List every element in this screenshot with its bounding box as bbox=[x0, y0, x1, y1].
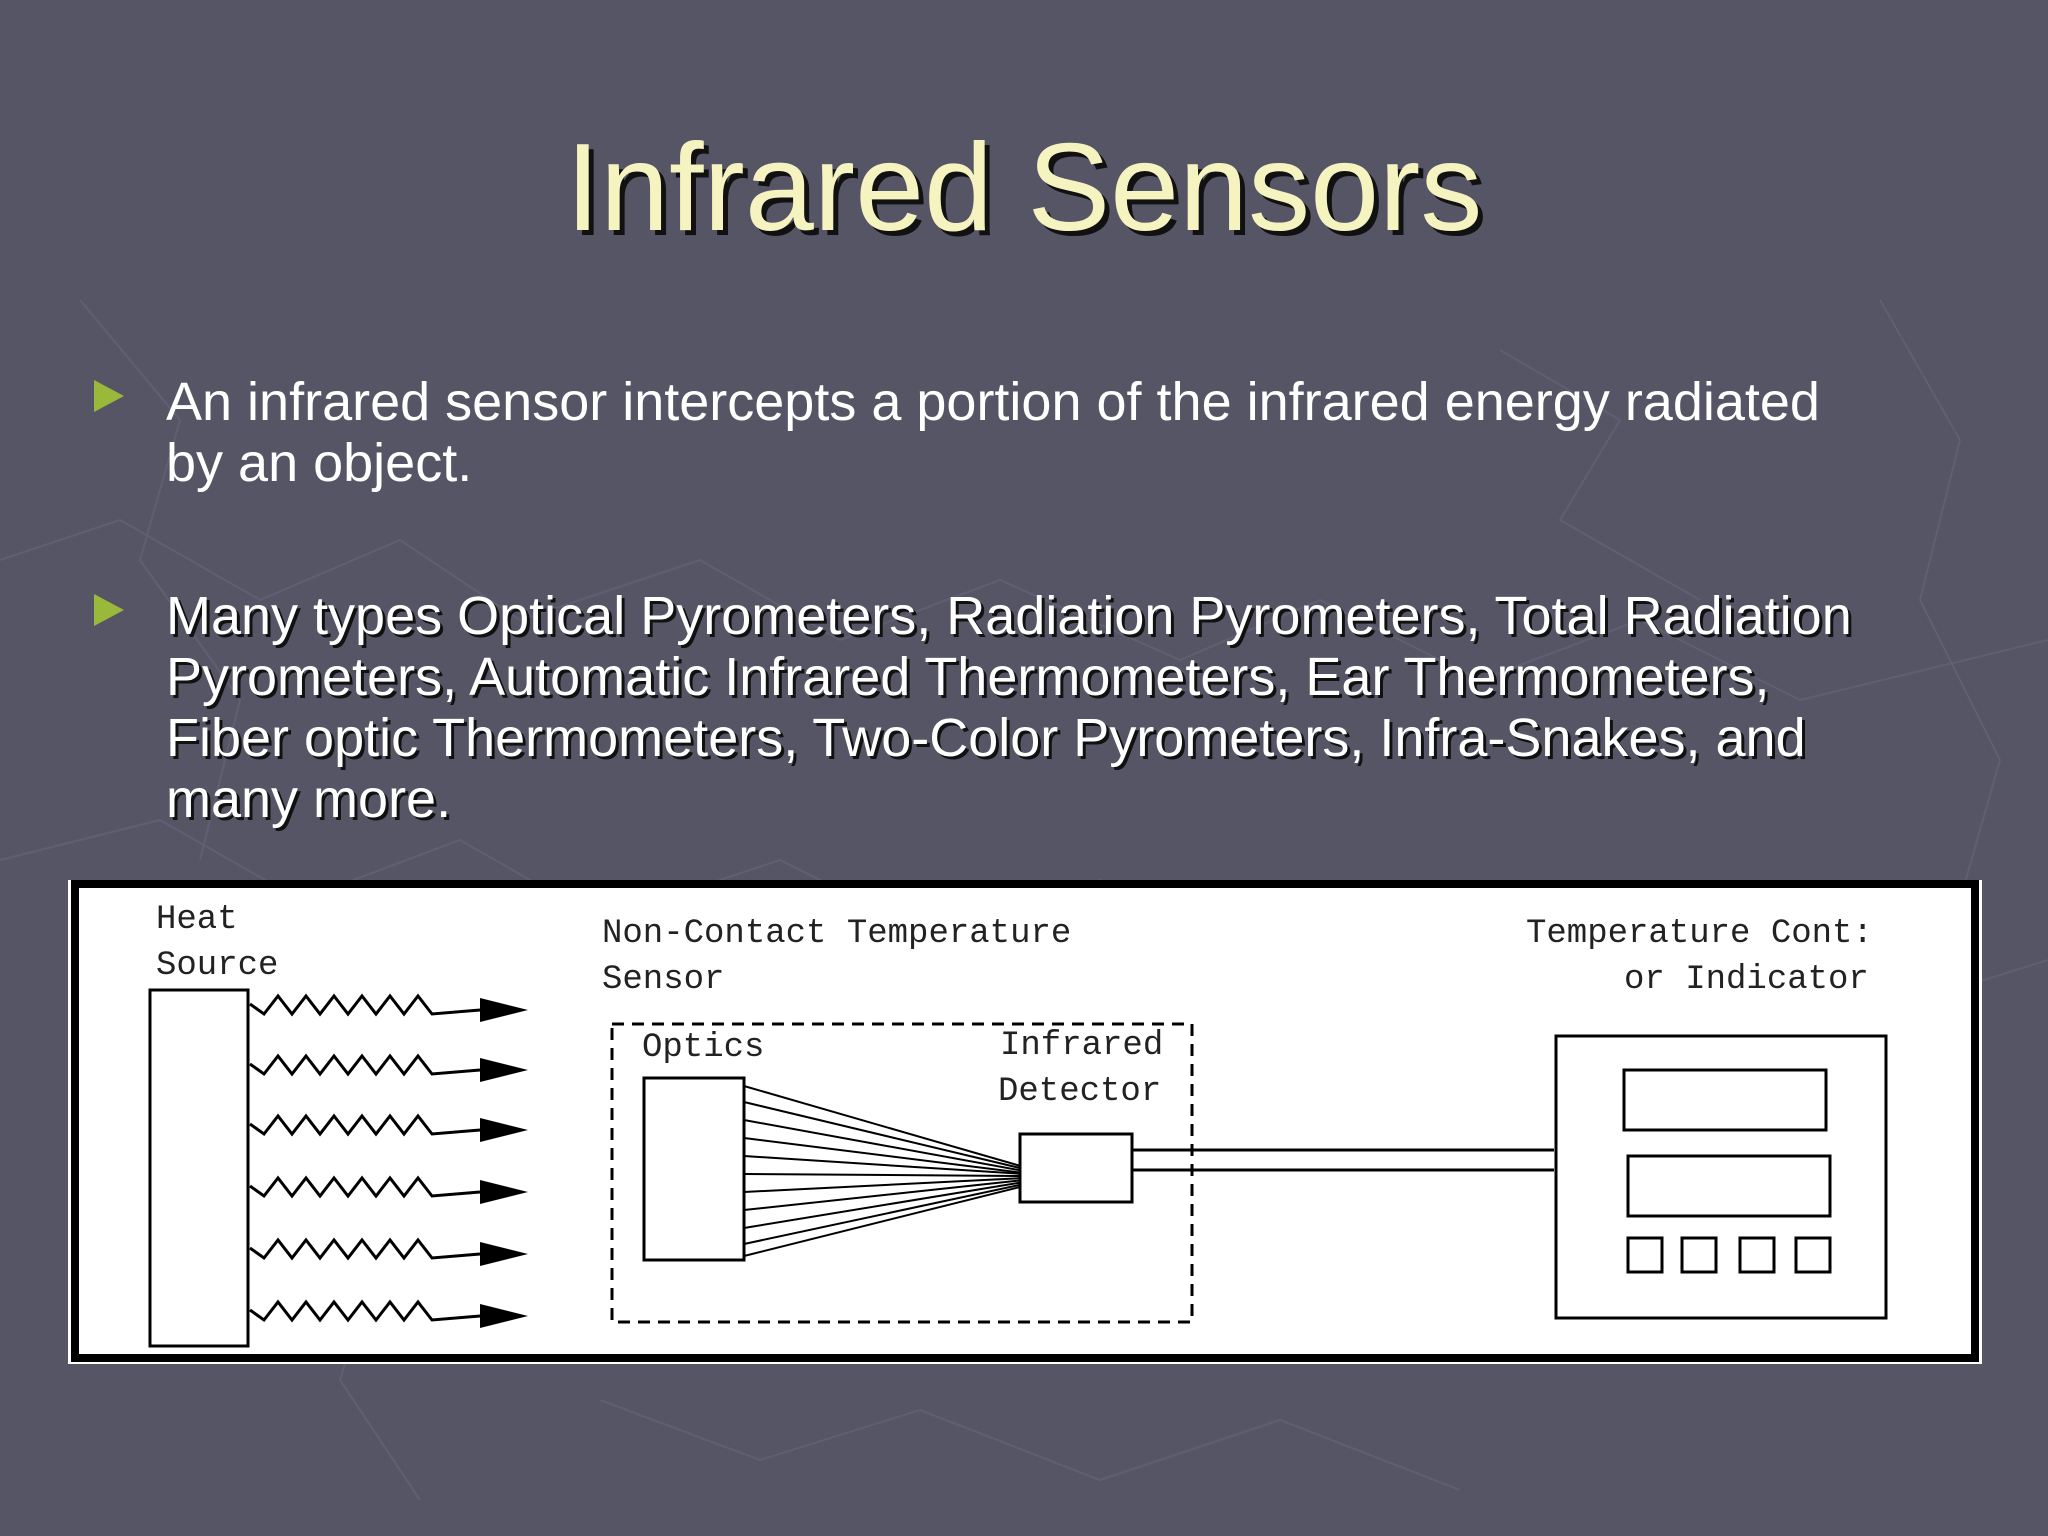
sensor-label-line1: Non-Contact Temperature bbox=[602, 915, 1071, 953]
radiation-arrowhead bbox=[480, 1180, 528, 1204]
controller-button bbox=[1680, 1236, 1718, 1274]
diagram-svg: Heat Source Non-Contact Temperature Sens… bbox=[71, 880, 1979, 1362]
controller-label-line1: Temperature Cont: bbox=[1526, 915, 1873, 953]
bullet-line: Fiber optic Thermometers, Two-Color Pyro… bbox=[166, 708, 1806, 768]
detector-label-line2: Detector bbox=[998, 1073, 1161, 1111]
bullet-arrow-icon bbox=[94, 380, 124, 412]
bullet-text-1: An infrared sensor intercepts a portion … bbox=[166, 372, 2048, 494]
bullet-arrow-icon bbox=[94, 594, 124, 626]
controller-display-top bbox=[1622, 1068, 1828, 1132]
sensor-diagram: Heat Source Non-Contact Temperature Sens… bbox=[68, 880, 1982, 1364]
radiation-arrowhead bbox=[480, 1242, 528, 1266]
bullet-line: Many types Optical Pyrometers, Radiation… bbox=[166, 586, 1852, 646]
slide-title: Infrared Sensors bbox=[565, 119, 1483, 257]
radiation-wave bbox=[249, 1053, 481, 1077]
heat-source-block bbox=[148, 988, 250, 1348]
radiation-arrows bbox=[480, 998, 528, 1328]
heat-source-label-line1: Heat bbox=[156, 901, 238, 939]
radiation-wave bbox=[249, 1237, 481, 1261]
optics-block bbox=[642, 1076, 746, 1262]
bullet-line: by an object. bbox=[166, 433, 473, 493]
radiation-arrowhead bbox=[480, 1304, 528, 1328]
radiation-wave bbox=[249, 1299, 481, 1323]
optics-label: Optics bbox=[642, 1029, 764, 1067]
focused-rays bbox=[743, 1085, 1025, 1257]
radiation-wave bbox=[249, 1175, 481, 1199]
bullet-line: Pyrometers, Automatic Infrared Thermomet… bbox=[166, 647, 1770, 707]
controller-display-bottom bbox=[1626, 1154, 1832, 1218]
sensor-label-line2: Sensor bbox=[602, 961, 724, 999]
bullet-line: An infrared sensor intercepts a portion … bbox=[166, 372, 1820, 432]
radiation-wave bbox=[249, 993, 481, 1017]
infrared-detector bbox=[1018, 1132, 1134, 1204]
radiation-wave bbox=[249, 1113, 481, 1137]
controller-button bbox=[1626, 1236, 1664, 1274]
bullet-text-2: Many types Optical Pyrometers, Radiation… bbox=[166, 586, 2048, 830]
radiation-arrowhead bbox=[480, 1058, 528, 1082]
radiation-waves bbox=[249, 993, 481, 1323]
controller-button bbox=[1794, 1236, 1832, 1274]
sensor-housing bbox=[610, 1022, 1194, 1324]
heat-source-label-line2: Source bbox=[156, 947, 278, 985]
radiation-arrowhead bbox=[480, 998, 528, 1022]
bullet-line: many more. bbox=[166, 769, 452, 829]
diagram-frame bbox=[71, 880, 1979, 1362]
radiation-arrowhead bbox=[480, 1118, 528, 1142]
controller-button bbox=[1738, 1236, 1776, 1274]
controller-label-line2: or Indicator bbox=[1624, 961, 1869, 999]
detector-label-line1: Infrared bbox=[1000, 1027, 1163, 1065]
